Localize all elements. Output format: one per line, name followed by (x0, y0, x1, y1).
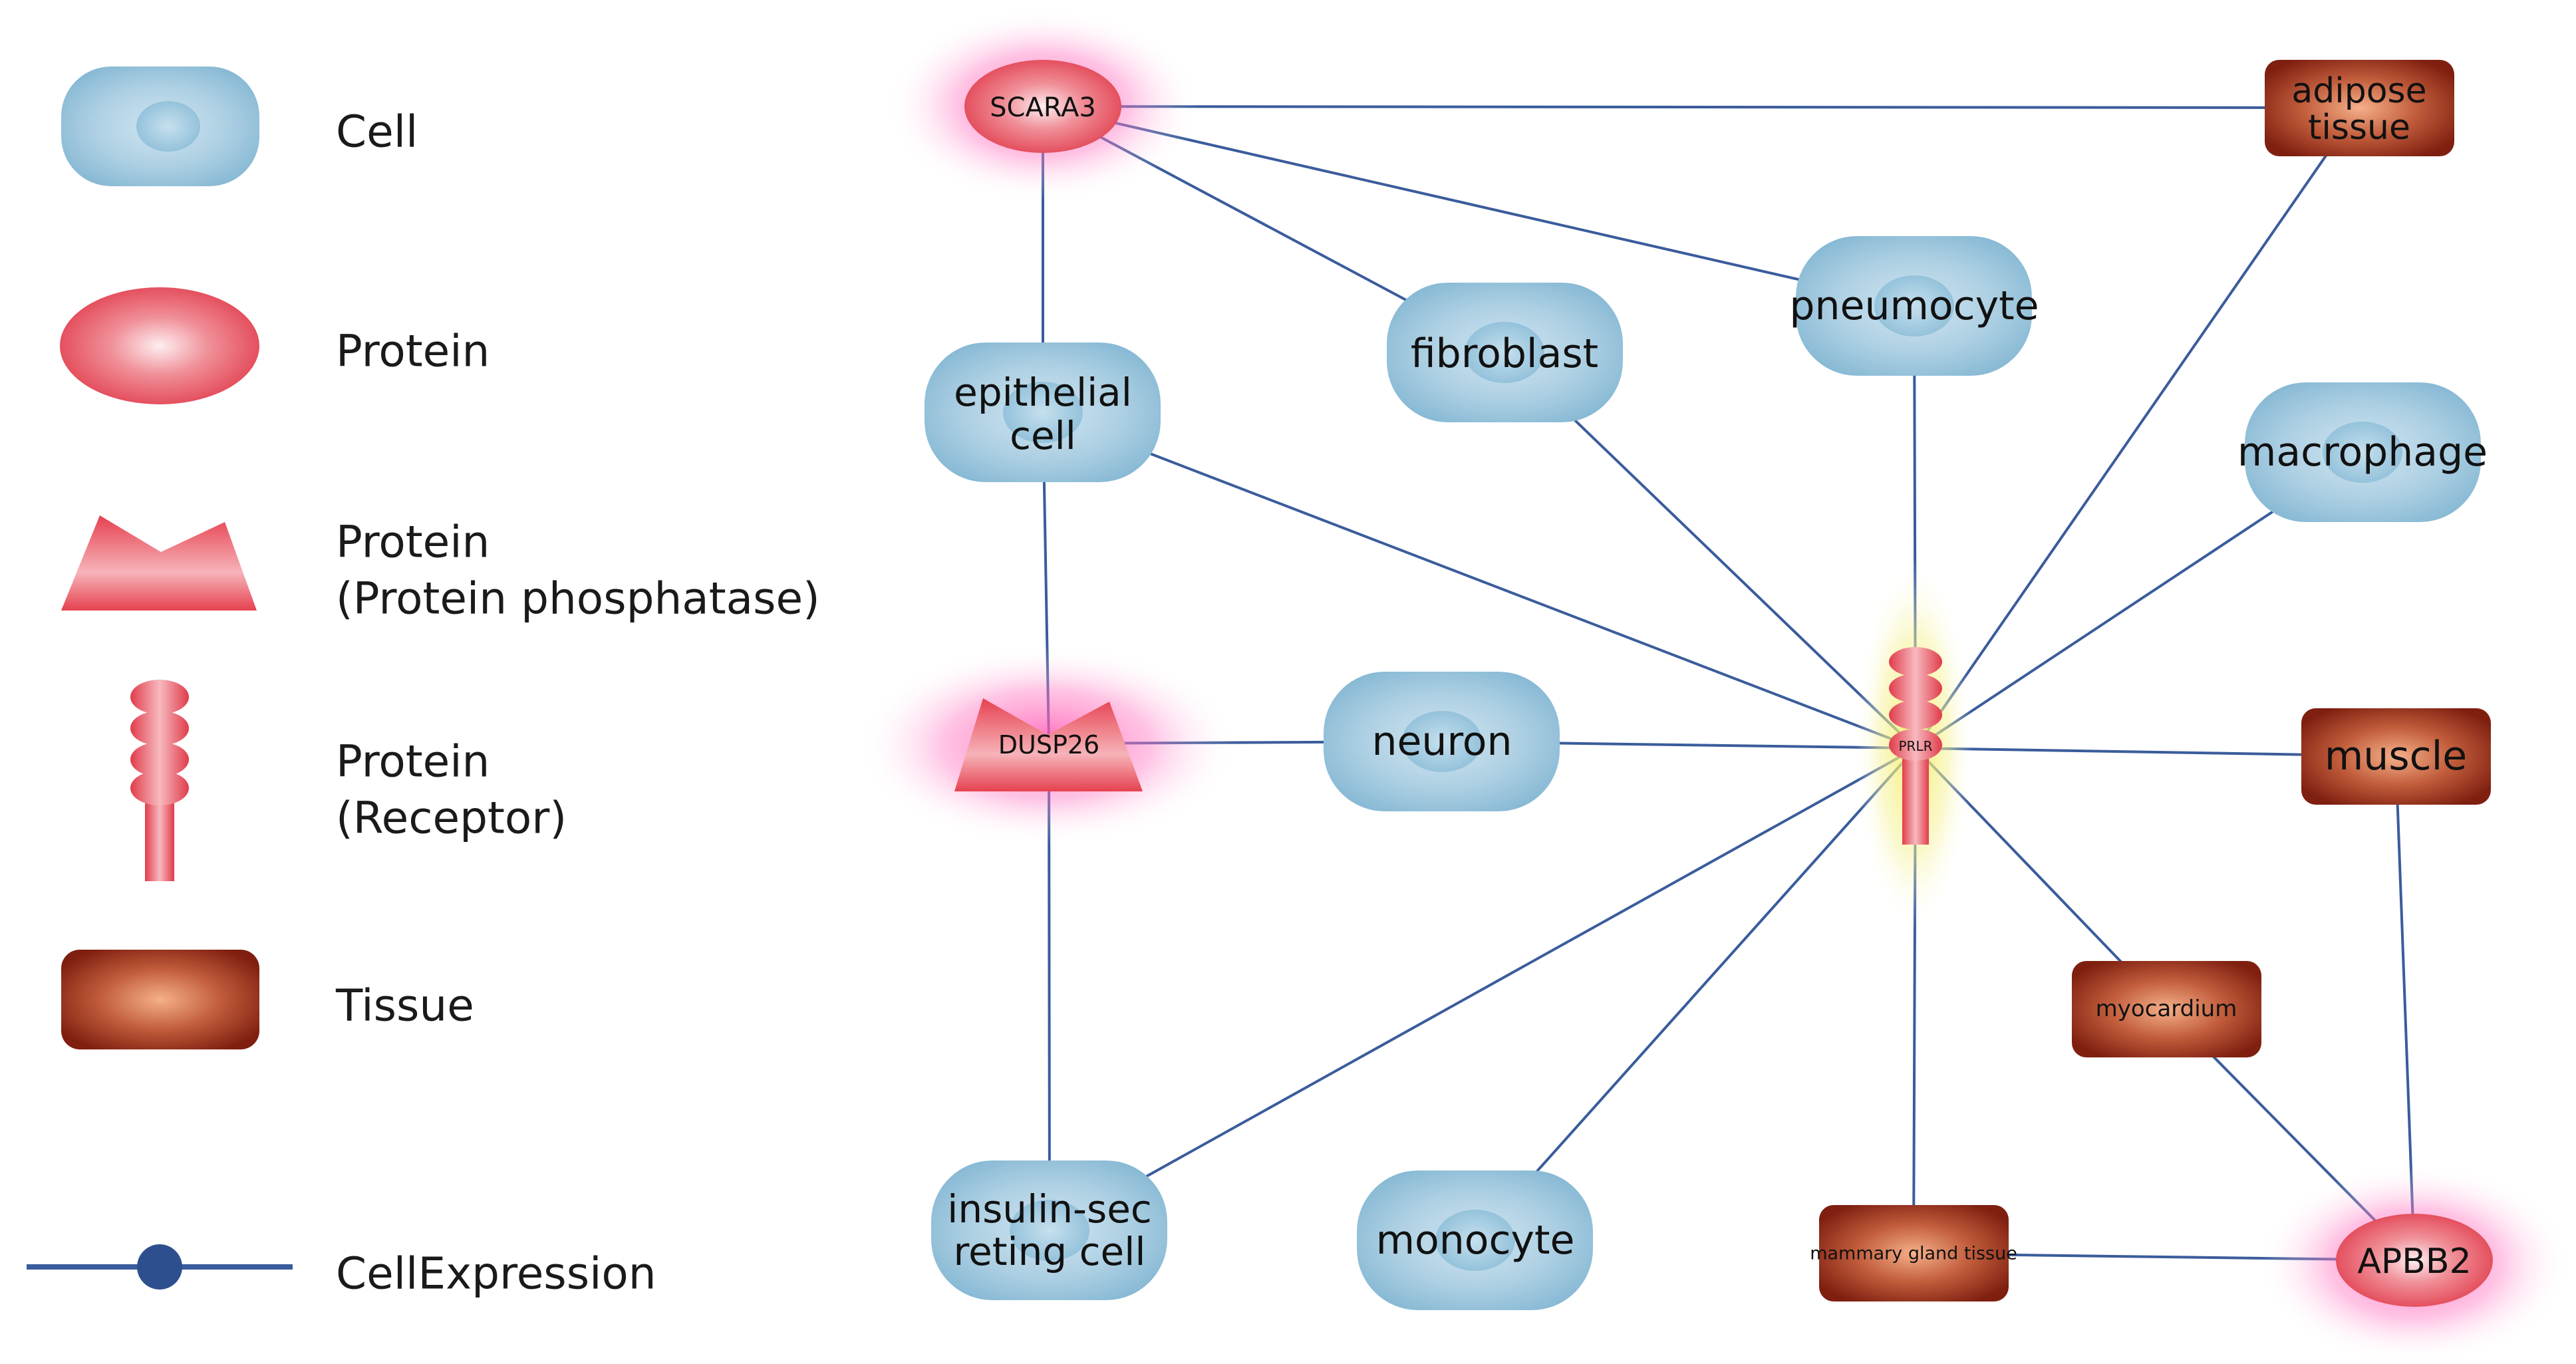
protein-body-icon (964, 60, 1121, 153)
legend-receptor-lobe-icon (130, 680, 189, 714)
node-apbb2[interactable]: APBB2 (2336, 1214, 2493, 1307)
node-macrophage-label: macrophage (2237, 429, 2488, 476)
node-apbb2-label: APBB2 (2357, 1242, 2471, 1282)
node-epithelial-label-line2: cell (1010, 413, 1076, 458)
legend-phosphatase-label-line2: (Protein phosphatase) (336, 573, 820, 624)
node-prlr-label: PRLR (1899, 738, 1933, 754)
cell-nucleus-icon (1465, 322, 1544, 383)
legend-tissue-icon (61, 950, 259, 1049)
legend-tissue: Tissue (61, 950, 474, 1049)
edge-prlr-monocyte (1474, 747, 1917, 1242)
node-fibroblast[interactable]: fibroblast (1387, 283, 1623, 422)
edges (1042, 105, 2416, 1262)
legend-phosphatase: Protein (Protein phosphatase) (61, 515, 820, 624)
cell-nucleus-icon (2323, 422, 2402, 483)
legend-protein: Protein (60, 287, 490, 404)
node-adipose-label-line1: adipose (2291, 71, 2426, 111)
receptor-stem-icon (1902, 758, 1929, 845)
tissue-body-icon (2265, 60, 2454, 156)
node-myocardium[interactable]: myocardium (2072, 961, 2261, 1057)
legend-cell: Cell (61, 67, 418, 186)
tissue-nodes: adipose tissue muscle myocardium mammary… (1810, 60, 2491, 1301)
cell-nucleus-icon (1010, 1200, 1089, 1261)
protein-nodes: SCARA3 DUSP26 PRLR APBB2 (954, 60, 2493, 1307)
tissue-body-icon (2301, 708, 2491, 805)
node-insulin-label-line1: insulin-sec (947, 1186, 1152, 1232)
tissue-body-icon (2072, 961, 2261, 1057)
legend-receptor-label-line2: (Receptor) (336, 793, 567, 844)
node-mammary-label: mammary gland tissue (1810, 1244, 2017, 1264)
node-pneumocyte[interactable]: pneumocyte (1789, 236, 2039, 376)
cell-nucleus-icon (1402, 711, 1482, 772)
edge-prlr-insulin (1049, 747, 1916, 1232)
legend-protein-icon (60, 287, 259, 404)
node-neuron[interactable]: neuron (1324, 672, 1560, 811)
node-dusp26-label: DUSP26 (998, 730, 1099, 759)
legend-receptor-label-line1: Protein (336, 736, 490, 787)
node-monocyte-label: monocyte (1376, 1217, 1575, 1264)
legend-cell-expression-label: CellExpression (336, 1248, 656, 1299)
protein-body-icon (2336, 1214, 2493, 1307)
receptor-lobe-icon (1889, 647, 1942, 676)
edge-adipose-prlr (1914, 106, 2361, 750)
legend-edge-dot-icon (137, 1244, 182, 1290)
legend-tissue-label: Tissue (335, 980, 474, 1031)
node-prlr[interactable]: PRLR (1889, 647, 1942, 845)
legend-phosphatase-label-line1: Protein (336, 517, 490, 568)
cell-nucleus-icon (1435, 1210, 1515, 1271)
node-muscle[interactable]: muscle (2301, 708, 2491, 805)
node-scara3[interactable]: SCARA3 (964, 60, 1121, 153)
receptor-lobe-icon (1889, 674, 1942, 703)
legend-protein-label: Protein (336, 326, 490, 377)
node-insulin-secreting-cell[interactable]: insulin-sec reting cell (931, 1160, 1167, 1300)
node-insulin-label-line2: reting cell (954, 1229, 1146, 1274)
legend-receptor: Protein (Receptor) (130, 680, 567, 881)
node-epithelial-cell[interactable]: epithelial cell (925, 342, 1161, 482)
node-mammary-gland-tissue[interactable]: mammary gland tissue (1810, 1205, 2017, 1301)
node-adipose-label-line2: tissue (2308, 108, 2410, 148)
legend-receptor-lobe-icon (130, 742, 189, 777)
cell-nucleus-icon (1003, 382, 1083, 443)
receptor-lobe-icon (1889, 729, 1942, 761)
node-macrophage[interactable]: macrophage (2237, 382, 2488, 522)
edge-epithelial-prlr (1042, 411, 1916, 750)
legend: Cell Protein Protein (Protein phosphatas… (27, 67, 820, 1299)
receptor-lobe-icon (1889, 700, 1942, 730)
legend-receptor-lobe-icon (130, 711, 189, 746)
node-myocardium-label: myocardium (2096, 996, 2237, 1022)
node-neuron-label: neuron (1371, 718, 1512, 765)
legend-phosphatase-icon (61, 515, 257, 611)
cell-nodes: epithelial cell fibroblast pneumocyte ma… (925, 236, 2488, 1310)
node-dusp26[interactable]: DUSP26 (954, 698, 1143, 791)
edge-scara3-adipose (1042, 105, 2360, 109)
node-monocyte[interactable]: monocyte (1357, 1170, 1593, 1310)
node-scara3-label: SCARA3 (990, 92, 1096, 123)
legend-cell-expression: CellExpression (27, 1244, 656, 1299)
node-pneumocyte-label: pneumocyte (1789, 283, 2039, 329)
legend-cell-nucleus-icon (136, 101, 200, 152)
tissue-body-icon (1819, 1205, 2009, 1301)
legend-receptor-lobe-icon (130, 771, 189, 805)
node-adipose-tissue[interactable]: adipose tissue (2265, 60, 2454, 156)
cell-nucleus-icon (1874, 275, 1954, 337)
node-muscle-label: muscle (2325, 733, 2467, 779)
node-fibroblast-label: fibroblast (1411, 331, 1598, 377)
node-epithelial-label-line1: epithelial (954, 370, 1132, 415)
legend-cell-label: Cell (336, 106, 418, 158)
phosphatase-body-icon (954, 698, 1143, 791)
